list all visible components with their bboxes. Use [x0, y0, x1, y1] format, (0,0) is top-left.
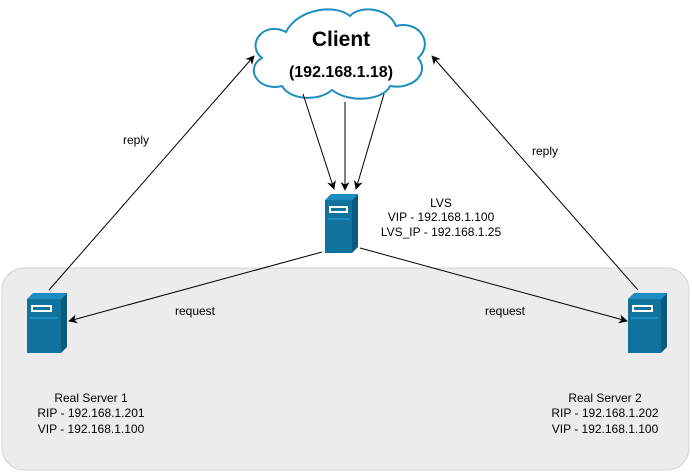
real-server-2-vip: VIP - 192.168.1.100: [552, 422, 659, 436]
lvs-vip: VIP - 192.168.1.100: [388, 210, 495, 224]
reply-label-left: reply: [123, 133, 149, 147]
real-server-1-icon: [27, 293, 67, 353]
reply-arrow-right: [431, 55, 639, 291]
connectors: [48, 55, 639, 324]
real-server-2-title: Real Server 2: [568, 391, 642, 405]
client-to-lvs-arrow-3: [353, 93, 385, 190]
lvs-server-icon: [325, 194, 358, 253]
reply-arrow-left: [48, 55, 255, 291]
lvs-ip: LVS_IP - 192.168.1.25: [381, 225, 502, 239]
real-server-1-rip: RIP - 192.168.1.201: [37, 406, 145, 420]
real-server-2-rip: RIP - 192.168.1.202: [551, 406, 659, 420]
real-server-1-vip: VIP - 192.168.1.100: [38, 422, 145, 436]
real-server-1-title: Real Server 1: [54, 391, 128, 405]
client-cloud: [252, 8, 426, 100]
lvs-title: LVS: [430, 196, 452, 210]
real-server-2-icon: [628, 293, 667, 353]
request-arrow-left: [68, 251, 323, 324]
client-to-lvs-arrow-1: [302, 93, 336, 190]
request-arrow-right: [359, 247, 628, 324]
reply-label-right: reply: [532, 144, 558, 158]
request-label-right: request: [485, 304, 526, 318]
client-name: Client: [312, 28, 370, 51]
real-server-zone: [1, 267, 690, 471]
request-label-left: request: [175, 304, 216, 318]
client-ip: (192.168.1.18): [289, 64, 393, 81]
